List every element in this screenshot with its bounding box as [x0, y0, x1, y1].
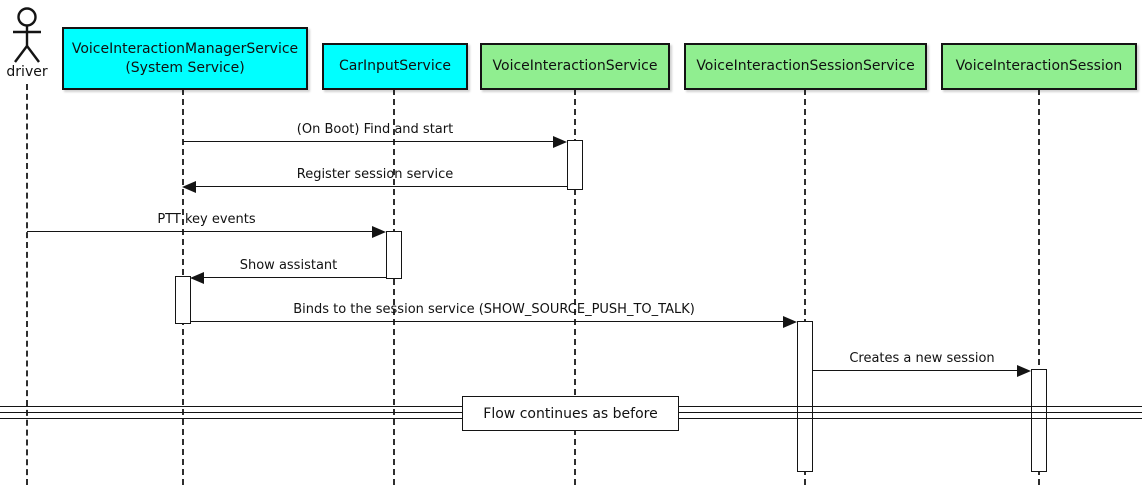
actor-icon	[13, 7, 41, 63]
message-label: (On Boot) Find and start	[296, 122, 454, 137]
message-line	[813, 370, 1019, 371]
activation-voice-interaction-session	[1031, 369, 1047, 472]
activation-voice-interaction-manager-service	[175, 276, 191, 324]
arrowhead-right-icon	[1017, 365, 1031, 377]
arrowhead-left-icon	[190, 272, 204, 284]
message-line	[203, 277, 386, 278]
message-label: PTT key events	[157, 212, 256, 227]
participant-voice-interaction-manager-service: VoiceInteractionManagerService (System S…	[62, 27, 308, 90]
arrowhead-right-icon	[553, 136, 567, 148]
lifeline-voice-interaction-session-service	[804, 89, 806, 485]
actor-label: driver	[6, 64, 48, 80]
message-label: Binds to the session service (SHOW_SOURC…	[293, 302, 695, 317]
lifeline-voice-interaction-service	[574, 89, 576, 485]
message-line	[27, 231, 374, 232]
participant-voice-interaction-service: VoiceInteractionService	[480, 43, 670, 90]
message-line	[191, 321, 785, 322]
arrowhead-right-icon	[783, 316, 797, 328]
participant-voice-interaction-session: VoiceInteractionSession	[941, 43, 1137, 90]
activation-voice-interaction-service	[567, 140, 583, 190]
lifeline-driver	[26, 84, 28, 485]
arrowhead-right-icon	[372, 226, 386, 238]
message-label: Show assistant	[239, 258, 338, 273]
divider-label: Flow continues as before	[462, 396, 679, 431]
message-line	[195, 186, 567, 187]
lifeline-voice-interaction-session	[1038, 89, 1040, 485]
participant-voice-interaction-session-service: VoiceInteractionSessionService	[684, 43, 927, 90]
message-label: Creates a new session	[849, 351, 995, 366]
lifeline-car-input-service	[393, 89, 395, 485]
arrowhead-left-icon	[182, 181, 196, 193]
participant-car-input-service: CarInputService	[322, 43, 468, 90]
activation-car-input-service	[386, 231, 402, 279]
message-line	[183, 141, 555, 142]
activation-voice-interaction-session-service	[797, 321, 813, 472]
message-label: Register session service	[296, 167, 454, 182]
